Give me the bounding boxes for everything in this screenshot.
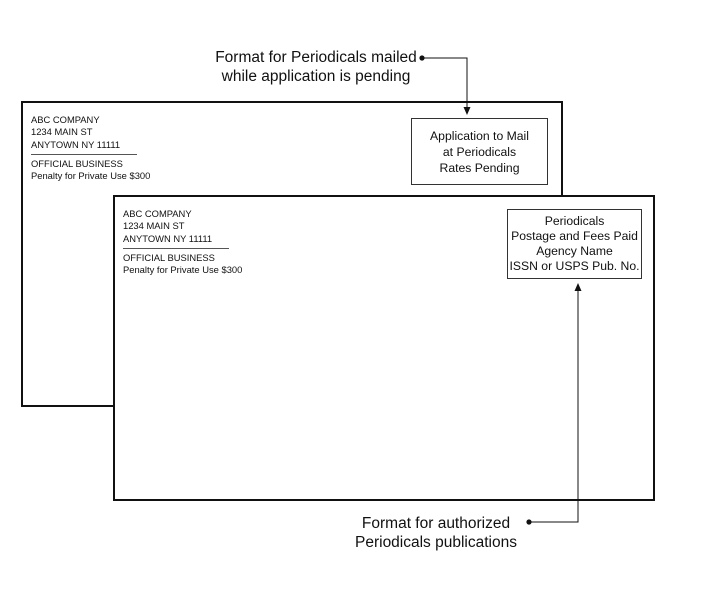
callout-pending-line-1: Format for Periodicals mailed bbox=[215, 49, 417, 66]
return-address-street: 1234 MAIN ST bbox=[123, 220, 185, 232]
indicia-authorized-line-2: Postage and Fees Paid bbox=[511, 228, 638, 243]
return-address-street: 1234 MAIN ST bbox=[31, 126, 93, 138]
official-business-label: OFFICIAL BUSINESS bbox=[31, 157, 123, 169]
address-divider bbox=[31, 153, 137, 155]
indicia-authorized-line-1: Periodicals bbox=[544, 213, 605, 228]
return-address-block: ABC COMPANY 1234 MAIN ST ANYTOWN NY 1111… bbox=[31, 114, 150, 182]
return-address-city: ANYTOWN NY 11111 bbox=[123, 232, 213, 244]
return-address-city: ANYTOWN NY 11111 bbox=[31, 138, 121, 150]
indicia-pending-line-3: Rates Pending bbox=[439, 160, 520, 175]
callout-authorized-caption: Format for authorized Periodicals public… bbox=[336, 514, 536, 552]
address-divider bbox=[123, 247, 229, 249]
return-address-block: ABC COMPANY 1234 MAIN ST ANYTOWN NY 1111… bbox=[123, 208, 242, 276]
callout-pending-line-2: while application is pending bbox=[221, 68, 411, 85]
indicia-authorized-line-4: ISSN or USPS Pub. No. bbox=[509, 259, 640, 274]
callout-authorized-line-2: Periodicals publications bbox=[355, 534, 517, 551]
indicia-authorized-line-3: Agency Name bbox=[536, 244, 613, 258]
callout-pending-caption: Format for Periodicals mailed while appl… bbox=[196, 48, 436, 86]
indicia-pending-line-2: at Periodicals bbox=[442, 144, 517, 159]
return-address-name: ABC COMPANY bbox=[31, 114, 100, 125]
indicia-authorized-box: Periodicals Postage and Fees Paid Agency… bbox=[507, 209, 642, 279]
return-address-name: ABC COMPANY bbox=[123, 208, 192, 219]
penalty-label: Penalty for Private Use $300 bbox=[31, 170, 151, 182]
indicia-pending-line-1: Application to Mail bbox=[430, 128, 529, 143]
official-business-label: OFFICIAL BUSINESS bbox=[123, 251, 215, 263]
callout-authorized-line-1: Format for authorized bbox=[361, 515, 511, 532]
indicia-pending-box: Application to Mail at Periodicals Rates… bbox=[411, 118, 548, 185]
penalty-label: Penalty for Private Use $300 bbox=[123, 264, 243, 276]
envelope-authorized: ABC COMPANY 1234 MAIN ST ANYTOWN NY 1111… bbox=[113, 195, 655, 501]
